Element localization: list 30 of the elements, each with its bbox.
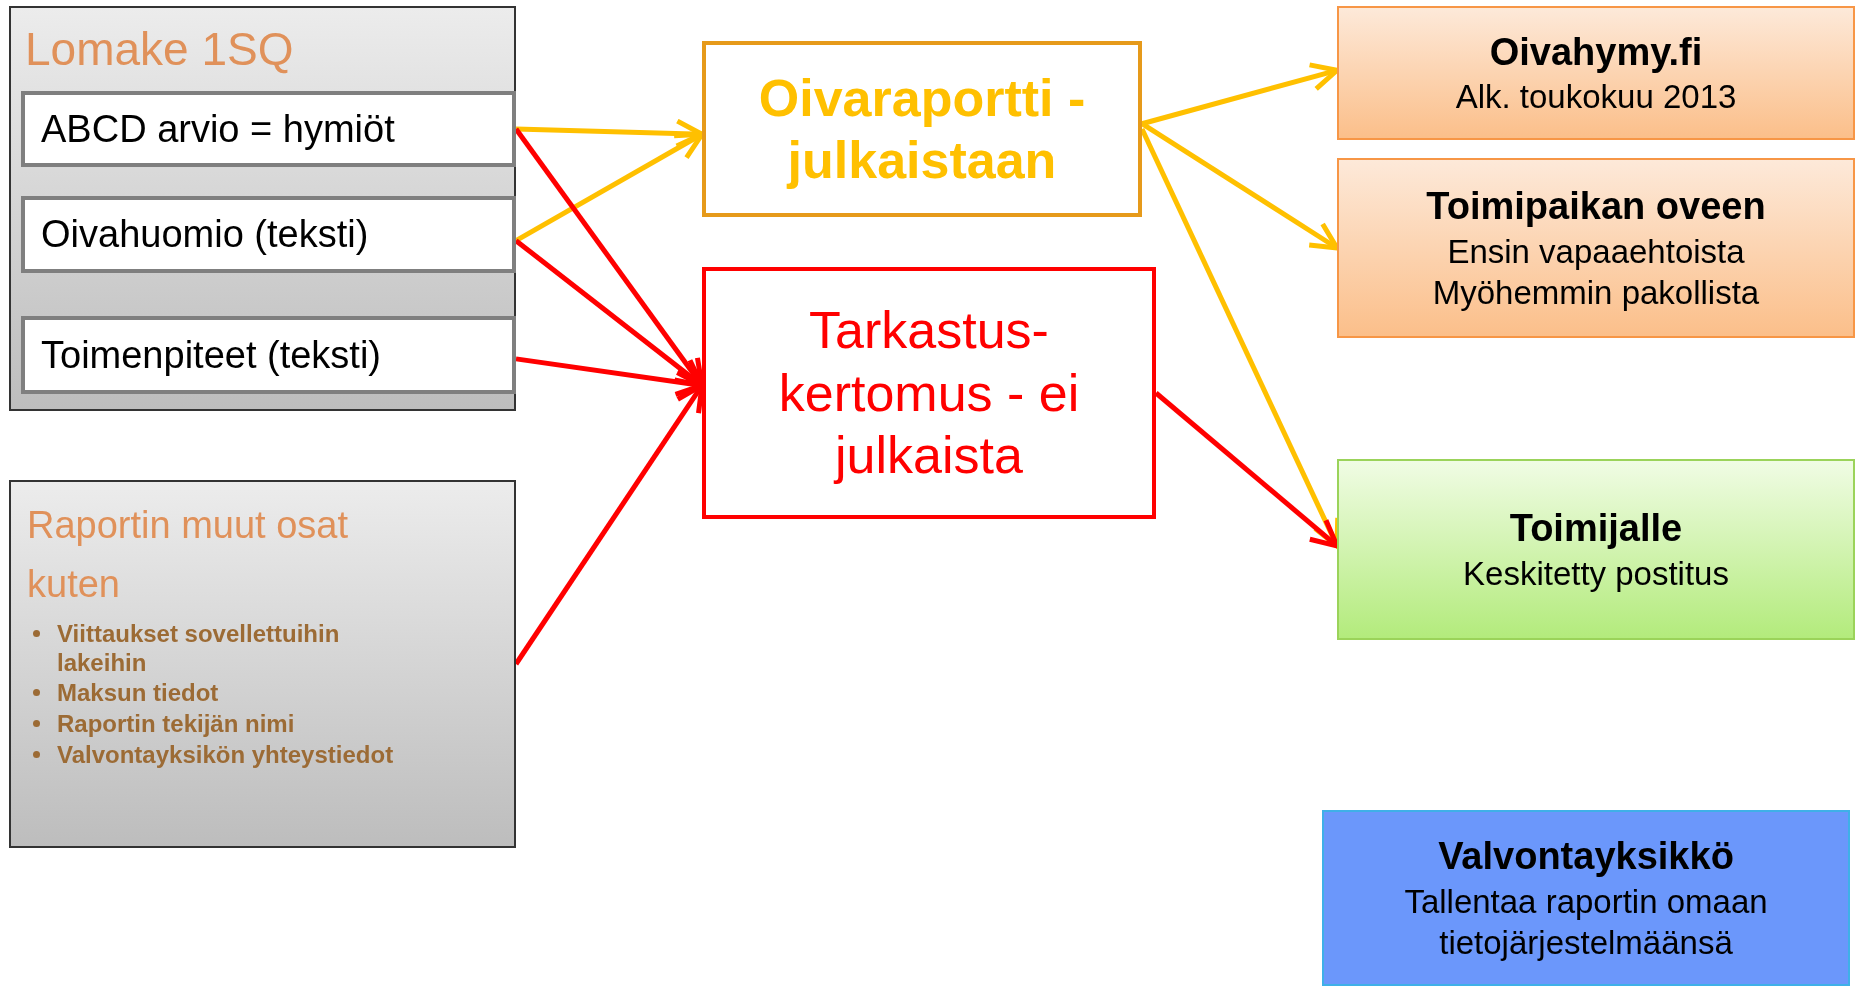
- box-label: Toimenpiteet (teksti): [41, 333, 381, 377]
- box-label: Oivaraportti - julkaistaan: [757, 67, 1087, 191]
- destination-box: [1337, 459, 1855, 640]
- panel-title: Lomake 1SQ: [24, 22, 295, 76]
- bullet-item: Viittaukset sovellettuihin lakeihin: [57, 619, 417, 678]
- field-box: [21, 316, 516, 394]
- box-text: Ensin vapaaehtoista Myöhemmin pakollista: [1431, 231, 1761, 313]
- box-heading: Toimijalle: [1508, 506, 1684, 552]
- form-panel: [9, 6, 516, 411]
- box-label: ABCD arvio = hymiöt: [41, 107, 395, 151]
- field-box: [21, 91, 516, 167]
- bullet-item: Maksun tiedot: [57, 679, 417, 709]
- box-heading: Toimipaikan oveen: [1425, 184, 1767, 229]
- report-box: [702, 267, 1156, 519]
- info-panel: [9, 480, 516, 848]
- box-text: Keskitetty postitus: [1462, 553, 1730, 594]
- report-box: [702, 41, 1142, 217]
- box-label: Tarkastus- kertomus - ei julkaista: [777, 300, 1081, 487]
- box-heading: Oivahymy.fi: [1488, 29, 1704, 75]
- field-box: [21, 196, 516, 273]
- box-text: Alk. toukokuu 2013: [1454, 77, 1738, 118]
- box-heading: Valvontayksikkö: [1437, 834, 1735, 879]
- box-label: Oivahuomio (teksti): [41, 213, 369, 256]
- unit-box: [1322, 810, 1850, 986]
- destination-box: [1337, 158, 1855, 338]
- destination-box: [1337, 6, 1855, 140]
- panel-title: Raportin muut osat kuten: [27, 503, 350, 607]
- box-text: Tallentaa raportin omaan tietojärjestelmäänsä: [1403, 881, 1769, 963]
- bullet-item: Raportin tekijän nimi: [57, 710, 417, 739]
- bullet-item: Valvontayksikön yhteystiedot: [57, 740, 417, 770]
